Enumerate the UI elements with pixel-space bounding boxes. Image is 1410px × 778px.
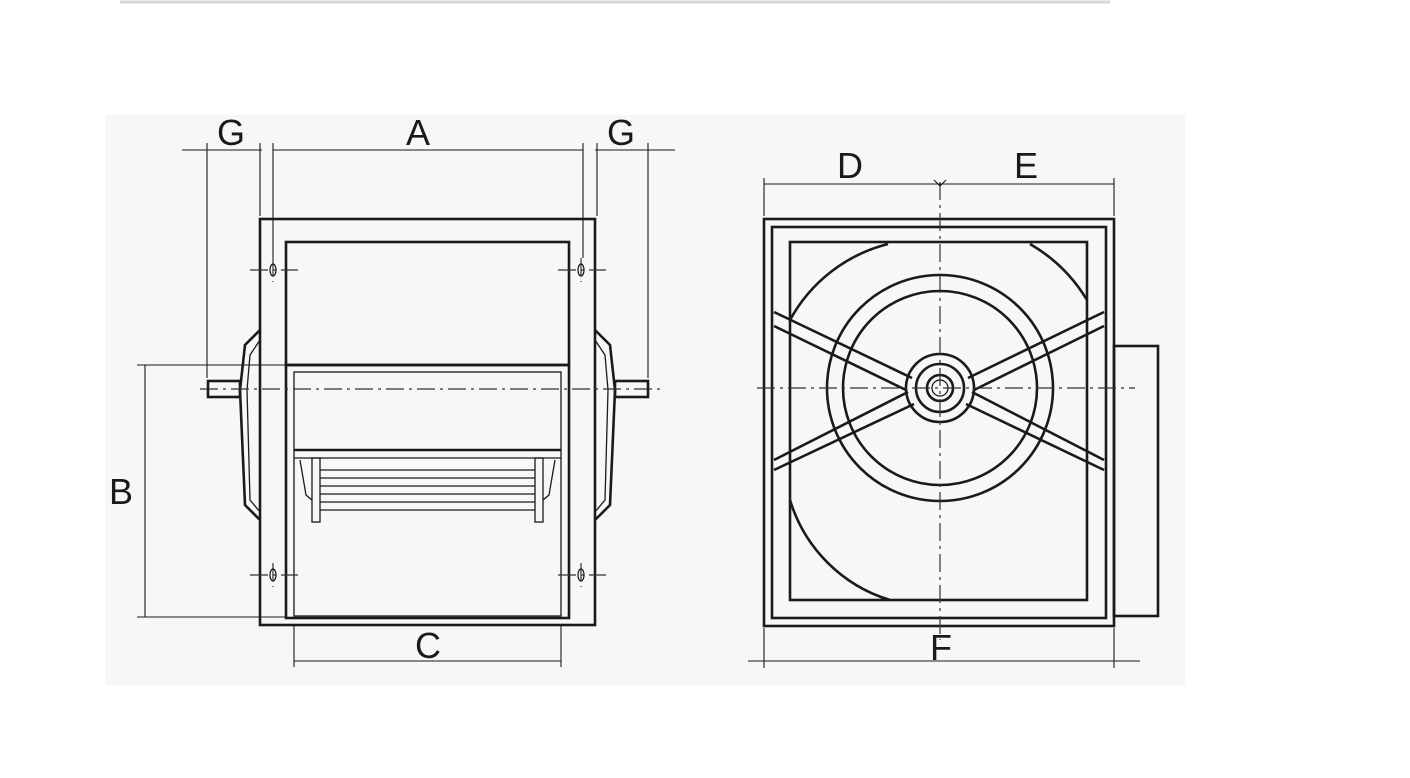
label-c: C [415, 625, 441, 666]
left-bearing-housing-inner [246, 339, 261, 513]
strut [773, 324, 907, 392]
impeller-left-cap [311, 457, 321, 523]
side-view: G A G B C [109, 112, 675, 667]
strut [973, 324, 1105, 392]
mounting-hole [577, 568, 585, 582]
scroll-casing [788, 242, 1089, 602]
impeller-left-edge [299, 459, 313, 501]
side-view-outlet-opening [284, 363, 571, 620]
mounting-hole [269, 263, 277, 277]
impeller-right-cap [534, 457, 544, 523]
strut [773, 310, 913, 380]
inlet-struts [773, 310, 1105, 472]
side-view-housing [258, 217, 597, 627]
label-b: B [109, 471, 133, 512]
impeller-right-edge [542, 459, 556, 501]
label-g-right: G [607, 112, 635, 153]
mounting-hole [269, 568, 277, 582]
strut [773, 402, 915, 472]
impeller-blades [299, 457, 556, 523]
label-e: E [1014, 145, 1038, 186]
right-bearing-housing-inner [594, 339, 609, 513]
front-view-inner-frame [788, 240, 1089, 602]
side-view-dimensions [137, 143, 675, 667]
front-view-dimensions [748, 178, 1140, 668]
strut [965, 402, 1105, 472]
mounting-holes [250, 258, 606, 587]
label-d: D [837, 145, 863, 186]
label-f: F [930, 627, 952, 668]
front-view: D E F [748, 145, 1160, 668]
strut [773, 390, 909, 462]
strut [971, 390, 1105, 462]
mounting-hole [577, 263, 585, 277]
front-view-flange [770, 225, 1108, 620]
dim-center-arrow [933, 179, 947, 187]
label-a: A [406, 112, 430, 153]
strut [967, 310, 1105, 380]
side-view-outlet-inner [293, 371, 562, 617]
label-g-left: G [217, 112, 245, 153]
front-view-motor-box [1112, 344, 1160, 618]
